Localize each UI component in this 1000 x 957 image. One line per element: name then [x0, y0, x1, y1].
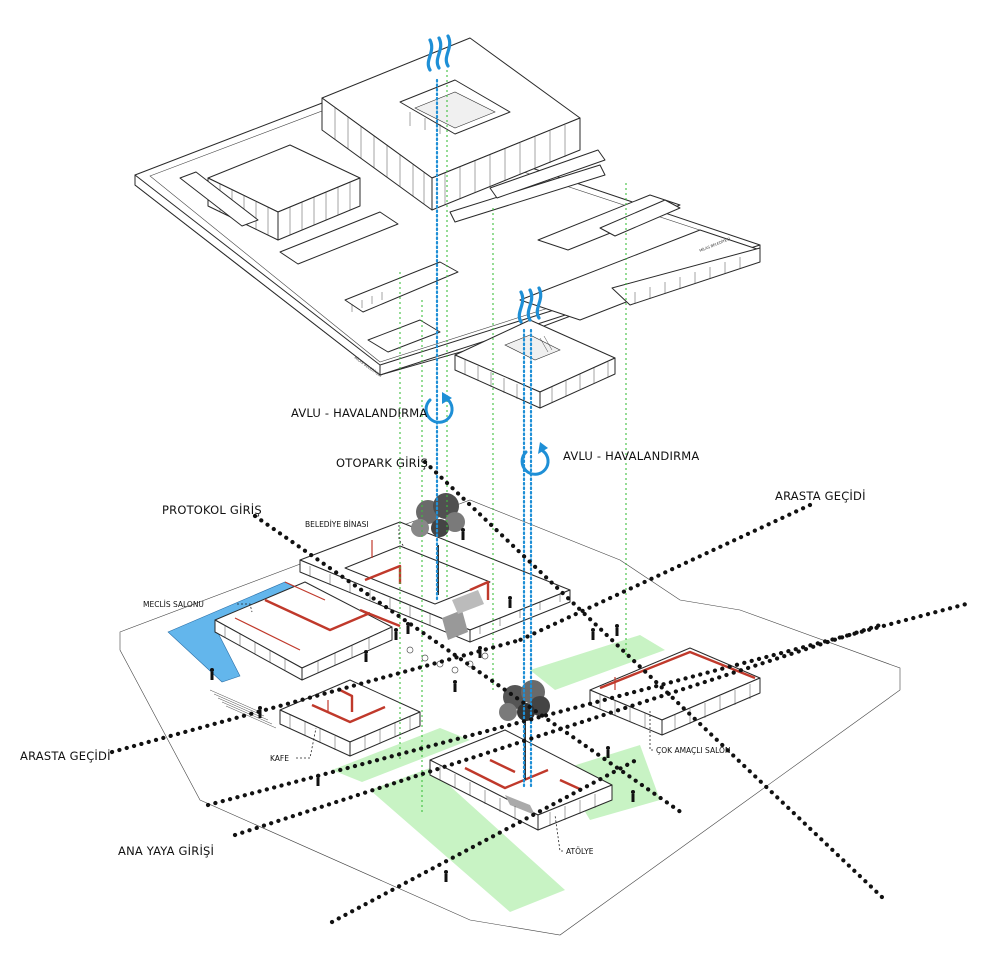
label-kafe: KAFE: [270, 754, 289, 763]
roof-level: MİLAS BELEDİYESİ MİLAS BELEDİYESİ: [134, 37, 761, 409]
label-meclis-salonu: MECLİS SALONU: [143, 600, 204, 609]
label-otopark-giris: OTOPARK GİRİŞ: [336, 455, 428, 470]
green-light-shafts: [399, 70, 627, 815]
roof-openings: [179, 149, 681, 353]
label-protokol-giris: PROTOKOL GİRİŞ: [162, 502, 262, 517]
rotation-arrow-icon: [424, 392, 454, 424]
main-tower: [321, 37, 581, 211]
axis-long-right: [205, 600, 973, 808]
axis-otopark: [422, 459, 888, 903]
stair: [442, 610, 468, 640]
rotation-arrow-icon: [520, 442, 550, 476]
green-area-south: [370, 768, 565, 912]
site-ground-outline: [119, 499, 901, 936]
label-arasta-gecidi-left: ARASTA GEÇİDİ: [20, 748, 111, 763]
label-arasta-gecidi-top: ARASTA GEÇİDİ: [775, 488, 866, 503]
atolye-stair: [505, 795, 535, 815]
blue-ventilation-shafts: [435, 78, 533, 790]
kafe-block: [279, 679, 421, 757]
green-area-east: [530, 635, 665, 690]
entrance-steps: [209, 689, 277, 729]
axis-bottom: [329, 755, 643, 925]
axis-arasta-left: [109, 637, 523, 755]
wind-icon: [517, 286, 543, 324]
lower-courtyard-building: [454, 319, 616, 409]
tree-icon: [411, 493, 465, 595]
cok-amacli-salon-block: [589, 647, 761, 736]
ground-level-plan: [119, 493, 901, 936]
plaza-circles: [406, 646, 489, 674]
label-ana-yaya-girisi: ANA YAYA GİRİŞİ: [118, 843, 214, 858]
label-avlu-havalandirma-2: AVLU - HAVALANDIRMA: [563, 449, 699, 463]
axis-ana-yaya: [232, 622, 883, 838]
label-leaders: [237, 525, 653, 852]
meclis-salonu-block: [214, 581, 393, 681]
wind-icon: [426, 34, 452, 72]
label-belediye-binasi: BELEDİYE BİNASI: [305, 520, 369, 529]
label-avlu-havalandirma-1: AVLU - HAVALANDIRMA: [291, 406, 427, 420]
diagram-labels: AVLU - HAVALANDIRMA AVLU - HAVALANDIRMA …: [20, 406, 866, 858]
atolye-block: [429, 729, 613, 831]
axis-arasta-top: [517, 502, 813, 643]
stair-2: [452, 590, 484, 614]
circulation-axes: [109, 459, 973, 925]
roof-right-wing: [519, 229, 761, 321]
label-cok-amacli-salon: ÇOK AMAÇLI SALON: [656, 746, 731, 755]
label-atolye: ATÖLYE: [566, 847, 594, 856]
belediye-block: [284, 521, 571, 643]
